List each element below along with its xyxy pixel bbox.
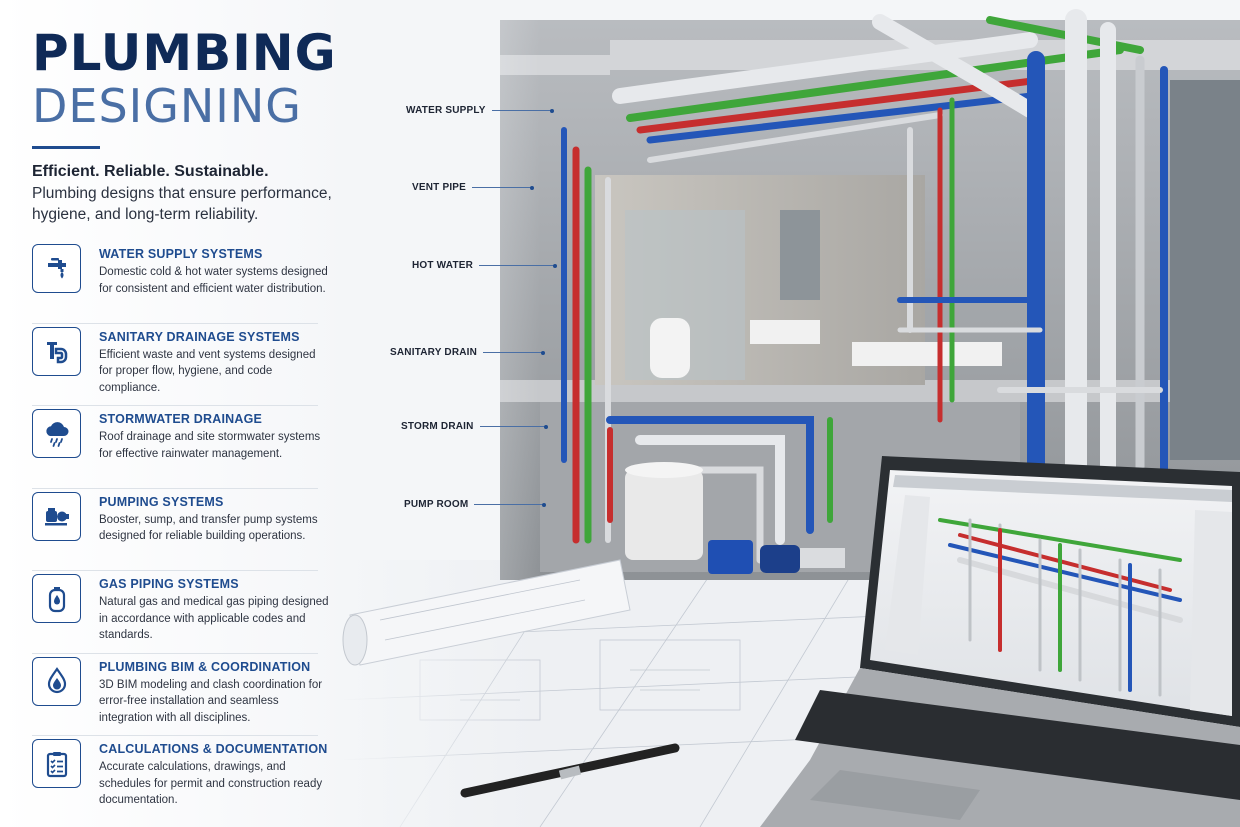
plumbing-illustration: WATER SUPPLY VENT PIPE HOT WATER SANITAR… — [340, 0, 1240, 827]
service-description: Efficient waste and vent systems designe… — [99, 348, 316, 394]
faucet-icon — [32, 244, 81, 293]
services-list: WATER SUPPLY SYSTEMS Domestic cold & hot… — [32, 241, 329, 819]
service-item: PUMPING SYSTEMS Booster, sump, and trans… — [32, 489, 318, 571]
pen-image — [460, 743, 680, 798]
service-item: STORMWATER DRAINAGE Roof drainage and si… — [32, 406, 320, 489]
tagline: Efficient. Reliable. Sustainable. — [32, 163, 269, 180]
drain-pipe-icon — [32, 326, 81, 376]
intro-text: Plumbing designs that ensure performance… — [32, 185, 332, 223]
service-title: WATER SUPPLY SYSTEMS — [99, 247, 263, 261]
service-title: GAS PIPING SYSTEMS — [99, 577, 239, 591]
callout-label: SANITARY DRAIN — [390, 347, 478, 358]
service-item: SANITARY DRAINAGE SYSTEMS Efficient wast… — [32, 324, 318, 406]
page-title-line1: PLUMBING — [32, 24, 337, 82]
rolled-blueprint-image — [342, 559, 631, 666]
water-tank-image — [625, 462, 703, 560]
service-description: Accurate calculations, drawings, and sch… — [99, 761, 323, 806]
building-cutaway-image — [340, 0, 1240, 827]
page-title-line2: DESIGNING — [32, 79, 302, 133]
service-description: Roof drainage and site stormwater system… — [99, 431, 321, 460]
rain-cloud-icon — [32, 409, 81, 458]
service-item: CALCULATIONS & DOCUMENTATION Accurate ca… — [32, 736, 327, 819]
callout-label: HOT WATER — [412, 260, 474, 271]
callout-label: WATER SUPPLY — [406, 105, 486, 116]
callout-vent-pipe: VENT PIPE — [412, 182, 535, 193]
service-title: CALCULATIONS & DOCUMENTATION — [99, 742, 328, 756]
callout-label: STORM DRAIN — [401, 421, 474, 432]
service-title: PUMPING SYSTEMS — [99, 494, 224, 509]
callout-sanitary-drain: SANITARY DRAIN — [390, 347, 546, 358]
service-title: PLUMBING BIM & COORDINATION — [99, 659, 311, 674]
callout-water-supply: WATER SUPPLY — [406, 105, 554, 116]
content-panel: PLUMBING DESIGNING Efficient. Reliable. … — [0, 0, 350, 827]
callout-label: PUMP ROOM — [404, 499, 469, 510]
service-description: Booster, sump, and transfer pump systems… — [99, 513, 318, 543]
title-divider — [32, 146, 100, 149]
service-item: PLUMBING BIM & COORDINATION 3D BIM model… — [32, 654, 322, 736]
water-drop-icon — [32, 656, 81, 706]
callout-hot-water: HOT WATER — [412, 260, 558, 271]
service-description: 3D BIM modeling and clash coordination f… — [99, 678, 323, 724]
service-description: Domestic cold & hot water systems design… — [99, 266, 328, 295]
service-title: STORMWATER DRAINAGE — [99, 412, 263, 426]
service-title: SANITARY DRAINAGE SYSTEMS — [99, 329, 300, 344]
callout-label: VENT PIPE — [412, 182, 467, 193]
service-description: Natural gas and medical gas piping desig… — [99, 596, 329, 641]
service-item: WATER SUPPLY SYSTEMS Domestic cold & hot… — [32, 241, 328, 324]
callout-pump-room: PUMP ROOM — [404, 499, 547, 510]
laptop-image — [760, 456, 1240, 827]
gas-cylinder-icon — [32, 574, 81, 623]
service-item: GAS PIPING SYSTEMS Natural gas and medic… — [32, 571, 329, 654]
clipboard-checklist-icon — [32, 739, 81, 788]
callout-storm-drain: STORM DRAIN — [401, 421, 548, 432]
pump-icon — [32, 491, 81, 541]
